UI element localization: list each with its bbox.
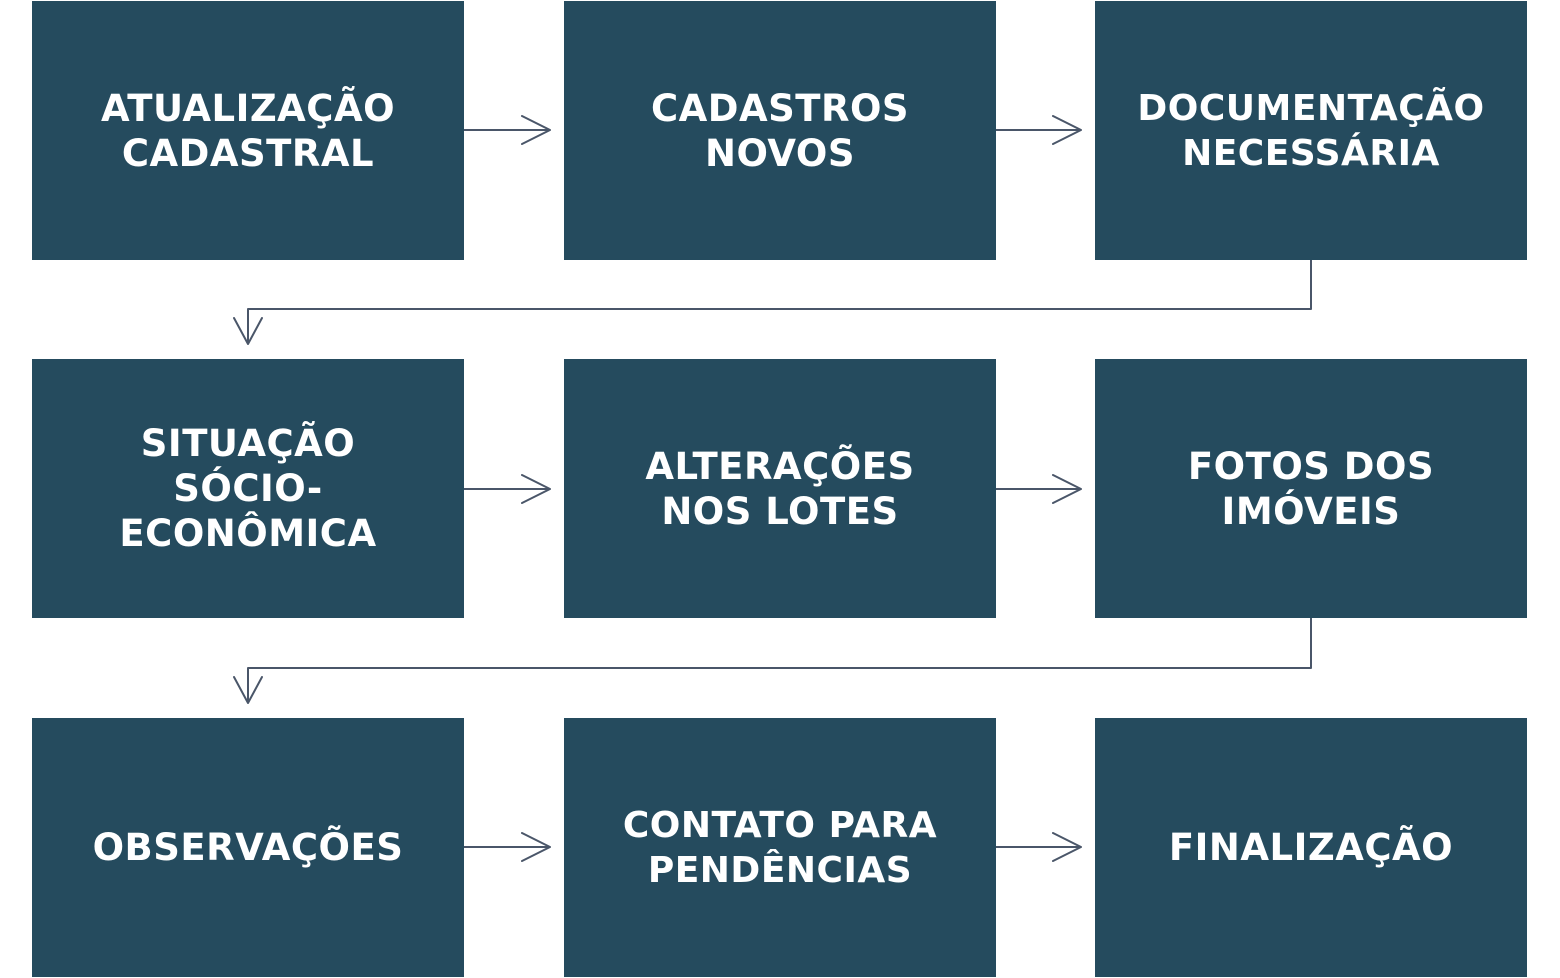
step-box-alteracoes-nos-lotes: ALTERAÇÕES NOS LOTES — [564, 359, 996, 618]
arrow-step-2-to-3 — [995, 115, 1082, 145]
step-label: OBSERVAÇÕES — [92, 826, 404, 869]
step-label: ATUALIZAÇÃO CADASTRAL — [100, 86, 396, 175]
step-box-situacao-socio-economica: SITUAÇÃO SÓCIO- ECONÔMICA — [32, 359, 464, 618]
step-box-cadastros-novos: CADASTROS NOVOS — [564, 1, 996, 260]
arrow-step-4-to-5 — [463, 474, 551, 504]
step-label: FOTOS DOS IMÓVEIS — [1187, 444, 1435, 533]
step-label: FINALIZAÇÃO — [1168, 826, 1454, 869]
step-box-atualizacao-cadastral: ATUALIZAÇÃO CADASTRAL — [32, 1, 464, 260]
arrow-step-6-to-7 — [233, 617, 1312, 704]
step-label: SITUAÇÃO SÓCIO- ECONÔMICA — [119, 422, 377, 555]
arrow-step-8-to-9 — [995, 832, 1082, 862]
step-label: ALTERAÇÕES NOS LOTES — [645, 444, 915, 533]
arrow-step-7-to-8 — [463, 832, 551, 862]
step-box-finalizacao: FINALIZAÇÃO — [1095, 718, 1527, 977]
step-label: CONTATO PARA PENDÊNCIAS — [622, 804, 938, 891]
step-box-fotos-dos-imoveis: FOTOS DOS IMÓVEIS — [1095, 359, 1527, 618]
arrow-step-1-to-2 — [463, 115, 551, 145]
step-box-observacoes: OBSERVAÇÕES — [32, 718, 464, 977]
step-box-contato-para-pendencias: CONTATO PARA PENDÊNCIAS — [564, 718, 996, 977]
step-box-documentacao-necessaria: DOCUMENTAÇÃO NECESSÁRIA — [1095, 1, 1527, 260]
step-label: CADASTROS NOVOS — [650, 86, 910, 175]
arrow-step-3-to-4 — [233, 259, 1312, 345]
arrow-step-5-to-6 — [995, 474, 1082, 504]
step-label: DOCUMENTAÇÃO NECESSÁRIA — [1137, 87, 1485, 174]
